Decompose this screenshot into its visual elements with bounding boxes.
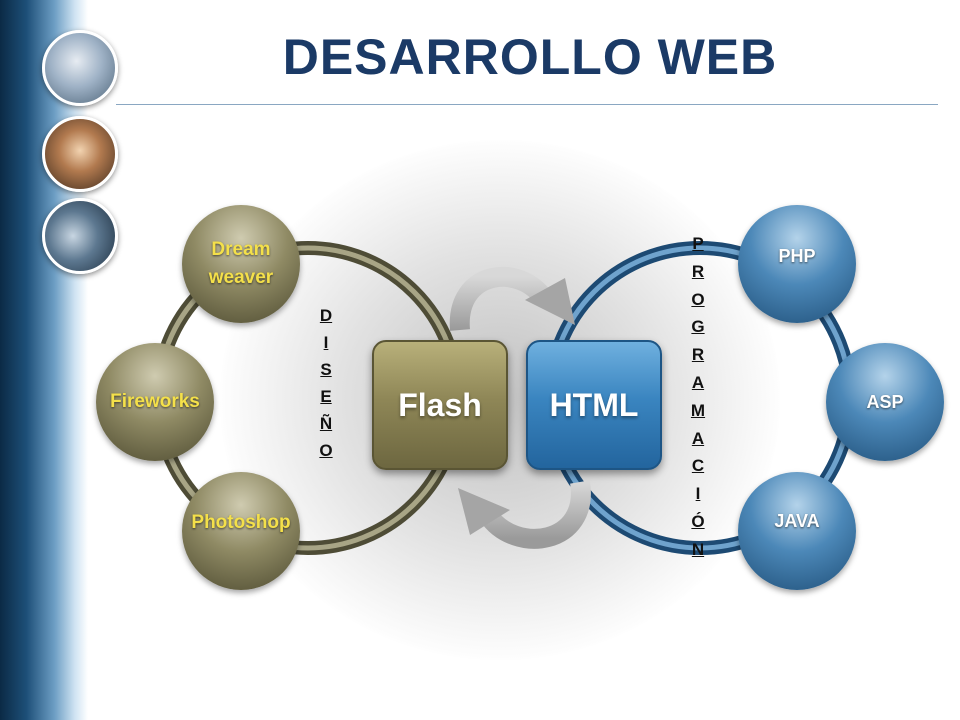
language-label-php: PHP <box>778 246 816 266</box>
programming-vertical-letter: N <box>691 539 705 559</box>
programming-vertical-letter: A <box>691 428 705 448</box>
office-photo <box>42 30 118 106</box>
tool-bubble-dreamweaver: Dream weaver <box>182 205 300 323</box>
cycle-arrow-top <box>449 266 575 331</box>
design-vertical-letter: Ñ <box>319 414 333 433</box>
page-title: DESARROLLO WEB <box>282 29 778 85</box>
programming-vertical-letter: R <box>691 345 705 365</box>
programming-vertical-letter: R <box>691 261 705 281</box>
flash-box: Flash <box>372 340 508 470</box>
tool-bubble-photoshop: Photoshop <box>182 472 300 590</box>
design-vertical-letter: E <box>320 387 332 406</box>
title-divider <box>116 104 938 105</box>
tool-label-photoshop: Photoshop <box>191 512 291 533</box>
language-label-asp: ASP <box>866 392 904 412</box>
programming-vertical-letter: M <box>690 400 706 420</box>
tool-bubble-fireworks: Fireworks <box>96 343 214 461</box>
language-bubble-asp: ASP <box>826 343 944 461</box>
language-label-java: JAVA <box>774 511 820 531</box>
programming-vertical-letter: A <box>691 372 705 392</box>
programming-vertical-letter: Ó <box>691 511 705 531</box>
html-label: HTML <box>549 386 639 423</box>
programming-vertical-letter: C <box>691 456 705 476</box>
programming-vertical-letter: G <box>691 317 705 337</box>
language-bubble-php: PHP <box>738 205 856 323</box>
design-vertical-letter: D <box>319 306 333 325</box>
programming-vertical-letter: I <box>695 484 701 504</box>
tool-label-fireworks: Fireworks <box>110 391 200 412</box>
tool-label-dreamweaver: Dream weaver <box>208 239 274 288</box>
walking-people-photo <box>42 198 118 274</box>
design-vertical-letter: I <box>323 333 329 352</box>
html-box: HTML <box>526 340 662 470</box>
programming-vertical-letter: P <box>692 234 704 253</box>
language-bubble-java: JAVA <box>738 472 856 590</box>
business-people-photo <box>42 116 118 192</box>
cycle-arrow-bottom <box>458 480 591 549</box>
flash-label: Flash <box>398 386 482 423</box>
design-vertical-letter: O <box>319 441 333 460</box>
design-vertical-letter: S <box>320 360 332 379</box>
programming-vertical-letter: O <box>691 289 705 309</box>
